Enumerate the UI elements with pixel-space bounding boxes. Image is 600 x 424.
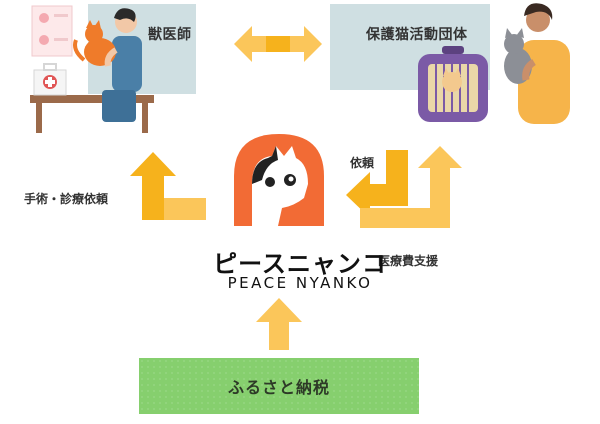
request-arrow-left xyxy=(130,152,206,220)
furusato-tax-box: ふるさと納税 xyxy=(139,358,419,414)
double-arrow xyxy=(234,26,322,62)
donation-arrow xyxy=(256,298,302,350)
surgery-request-label: 手術・診療依頼 xyxy=(24,192,109,206)
vet-illustration xyxy=(30,5,154,133)
brand-name-en: PEACE NYANKO xyxy=(227,274,373,292)
request-label: 依頼 xyxy=(350,156,375,170)
shelter-label: 保護猫活動団体 xyxy=(366,27,468,43)
brand-name-jp: ピースニャンコ xyxy=(213,250,387,278)
vet-label: 獣医師 xyxy=(148,27,192,43)
support-label: 医療費支援 xyxy=(378,254,439,268)
furusato-tax-label: ふるさと納税 xyxy=(227,378,330,397)
peace-nyanko-logo xyxy=(234,134,324,226)
support-arrow xyxy=(360,146,462,228)
shelter-illustration xyxy=(418,3,570,124)
request-arrow-right xyxy=(346,150,408,216)
